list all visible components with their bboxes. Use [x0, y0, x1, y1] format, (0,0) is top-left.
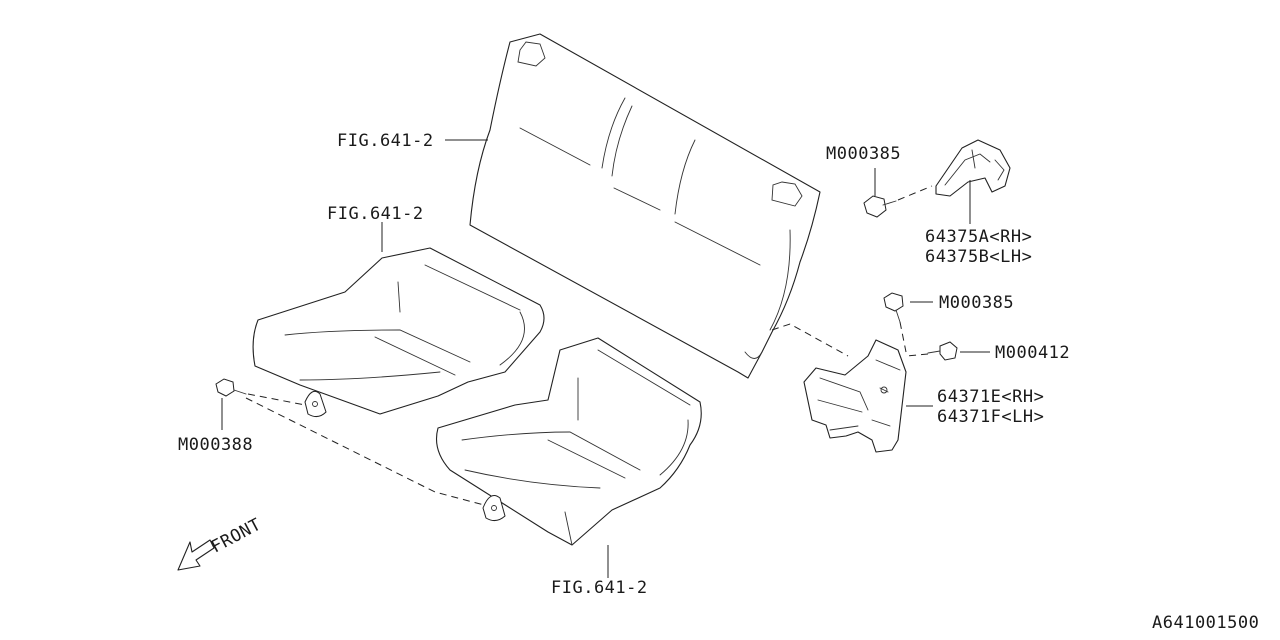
- label-bolt-hinge-side: M000412: [995, 343, 1070, 363]
- label-fig-cushion-right: FIG.641-2: [551, 578, 648, 598]
- cushion-hook-left: [304, 390, 327, 418]
- seatback-hinge: [803, 339, 907, 453]
- label-fig-seatback: FIG.641-2: [337, 131, 434, 151]
- seat-back: [469, 33, 821, 379]
- bolt-m000388: [215, 378, 247, 397]
- label-bolt-cushion: M000388: [178, 435, 253, 455]
- label-fig-cushion-left: FIG.641-2: [327, 204, 424, 224]
- label-bolt-top: M000385: [826, 144, 901, 164]
- bolt-m000385-top: [863, 195, 897, 218]
- front-label: FRONT: [208, 515, 265, 558]
- label-striker-rh: 64375A<RH>: [925, 227, 1032, 247]
- front-arrow-icon: [177, 539, 215, 571]
- front-indicator: FRONT: [177, 515, 265, 571]
- cushion-hook-right: [482, 495, 506, 522]
- label-striker-lh: 64375B<LH>: [925, 247, 1032, 267]
- bolt-m000412: [927, 341, 958, 361]
- seat-cushion-left: [252, 247, 545, 415]
- seat-cushion-right: [435, 337, 702, 546]
- seatback-striker: [935, 139, 1011, 197]
- label-bolt-hinge: M000385: [939, 293, 1014, 313]
- label-hinge-lh: 64371F<LH>: [937, 407, 1044, 427]
- diagram-id: A641001500: [1152, 613, 1259, 633]
- bolt-m000385-hinge: [883, 292, 904, 323]
- label-hinge-rh: 64371E<RH>: [937, 387, 1044, 407]
